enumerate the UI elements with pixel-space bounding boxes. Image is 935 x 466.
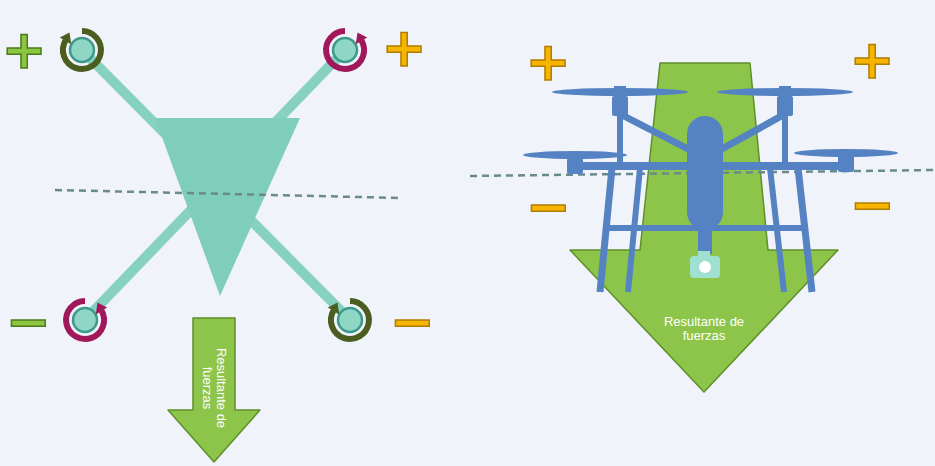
- sign-label: +: [381, 21, 426, 75]
- sign-label: −: [849, 178, 894, 232]
- force-arrow: Resultante de fuerzas: [570, 63, 838, 393]
- force-label: Resultante de fuerzas: [200, 342, 229, 434]
- arrow-shape: [570, 63, 838, 393]
- sign-label: +: [849, 33, 894, 87]
- quad-top-view: [55, 31, 402, 339]
- sign-label: −: [5, 295, 50, 349]
- sign-label: −: [525, 180, 570, 234]
- force-arrow: Resultante de fuerzas: [168, 318, 260, 464]
- sign-label: −: [389, 295, 434, 349]
- force-label: Resultante de fuerzas: [644, 315, 764, 344]
- sign-label: +: [1, 23, 46, 77]
- quad-side-view: [470, 86, 935, 292]
- sign-label: +: [525, 35, 570, 89]
